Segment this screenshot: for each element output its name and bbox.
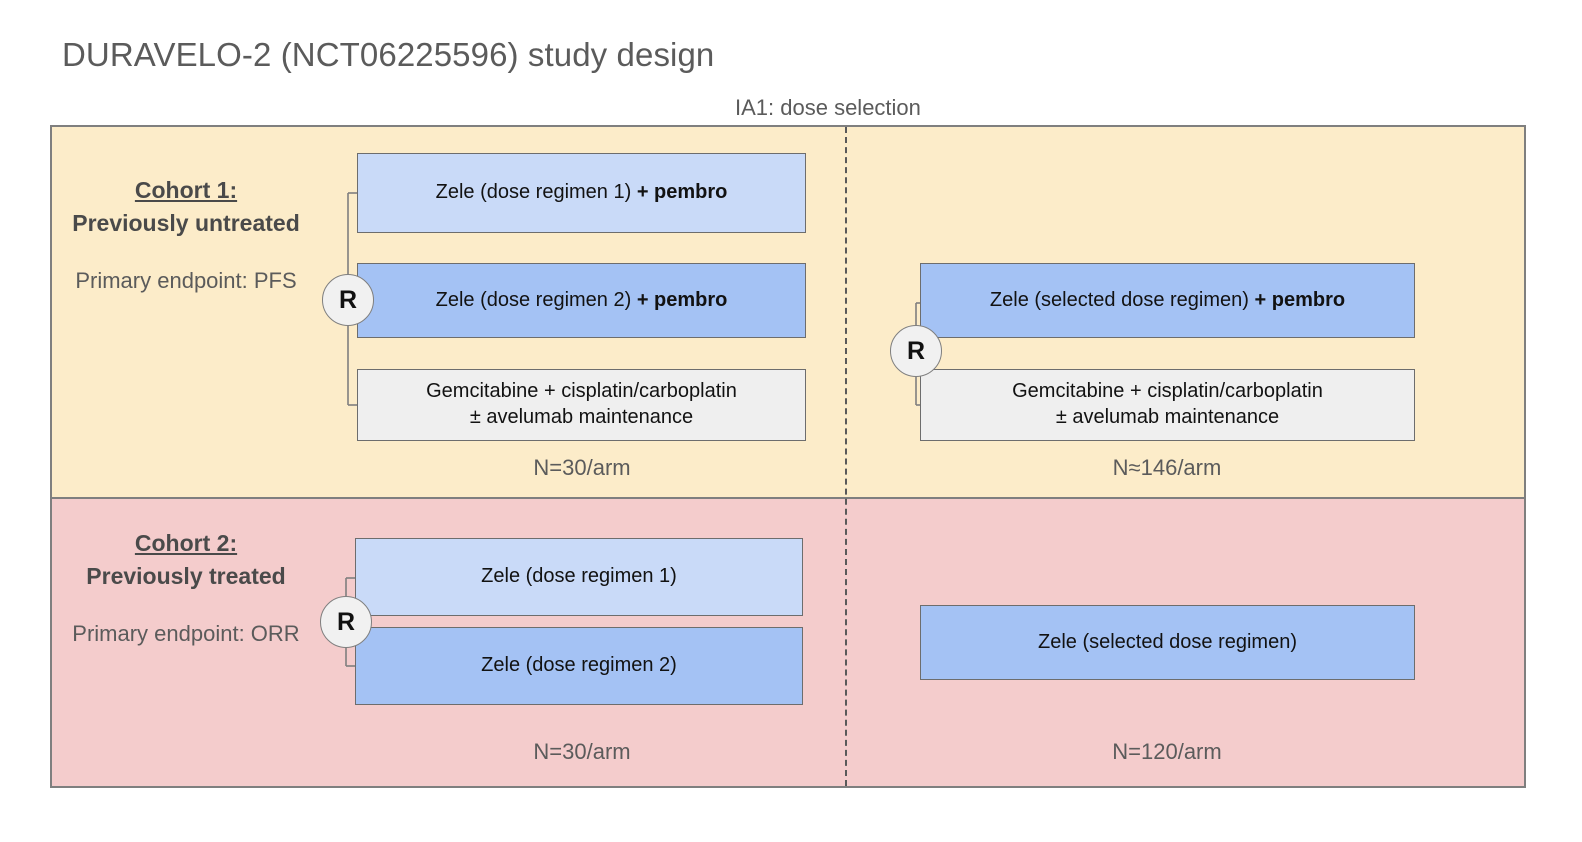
arm-label-line2: ± avelumab maintenance (1055, 406, 1280, 428)
stage-divider-dashed-line (845, 127, 847, 786)
cohort-2-label: Cohort 2: Previously treated Primary end… (66, 527, 306, 650)
cohort-1-endpoint: Primary endpoint: PFS (75, 268, 297, 294)
arm-label-bold: + pembro (1254, 288, 1346, 311)
arm-label-bold: + pembro (636, 288, 728, 311)
arm-box: Gemcitabine + cisplatin/carboplatin ± av… (920, 369, 1415, 441)
arm-label-plain: Zele (selected dose regimen) (989, 288, 1255, 311)
arm-label-plain: Zele (selected dose regimen) (1037, 630, 1297, 653)
randomization-node-cohort2-stage1: R (320, 596, 372, 648)
page-title: DURAVELO-2 (NCT06225596) study design (62, 36, 715, 73)
sample-size-label: N=120/arm (1112, 739, 1222, 764)
interim-analysis-label: IA1: dose selection (735, 95, 921, 120)
study-design-frame: Cohort 1: Previously untreated Primary e… (50, 125, 1526, 788)
arm-label-plain: Zele (dose regimen 1) (481, 565, 677, 588)
arm-label-line2: ± avelumab maintenance (469, 406, 694, 428)
cohort-1-panel: Cohort 1: Previously untreated Primary e… (52, 127, 1524, 499)
arm-label-plain: Zele (dose regimen 1) (435, 181, 637, 204)
arm-box: Zele (selected dose regimen) (920, 605, 1415, 680)
cohort-2-endpoint: Primary endpoint: ORR (72, 621, 300, 647)
cohort-2-subheading: Previously treated (86, 562, 286, 589)
arm-label-plain: Zele (dose regimen 2) (435, 288, 637, 311)
sample-size-label: N=30/arm (533, 739, 631, 764)
arm-label-line1: Gemcitabine + cisplatin/carboplatin (1012, 380, 1323, 403)
cohort-1-subheading: Previously untreated (72, 209, 300, 236)
cohort-1-label: Cohort 1: Previously untreated Primary e… (66, 174, 306, 297)
arm-box: Zele (dose regimen 2) (355, 627, 803, 705)
sample-size-label: N≈146/arm (1112, 455, 1222, 480)
arm-box: Zele (dose regimen 1) + pembro (357, 153, 806, 233)
arm-label-plain: Zele (dose regimen 2) (481, 654, 677, 677)
arm-box: Gemcitabine + cisplatin/carboplatin ± av… (357, 369, 806, 441)
arm-box: Zele (dose regimen 2) + pembro (357, 263, 806, 338)
randomization-node-cohort1-stage2: R (890, 325, 942, 377)
cohort-2-heading: Cohort 2: (134, 530, 238, 556)
randomization-node-cohort1-stage1: R (322, 274, 374, 326)
cohort-2-panel: Cohort 2: Previously treated Primary end… (52, 499, 1524, 786)
arm-box: Zele (dose regimen 1) (355, 538, 803, 616)
arm-label-line1: Gemcitabine + cisplatin/carboplatin (426, 380, 737, 403)
arm-box: Zele (selected dose regimen) + pembro (920, 263, 1415, 338)
cohort-1-heading: Cohort 1: (134, 177, 238, 203)
arm-label-bold: + pembro (636, 181, 728, 204)
sample-size-label: N=30/arm (533, 455, 631, 480)
